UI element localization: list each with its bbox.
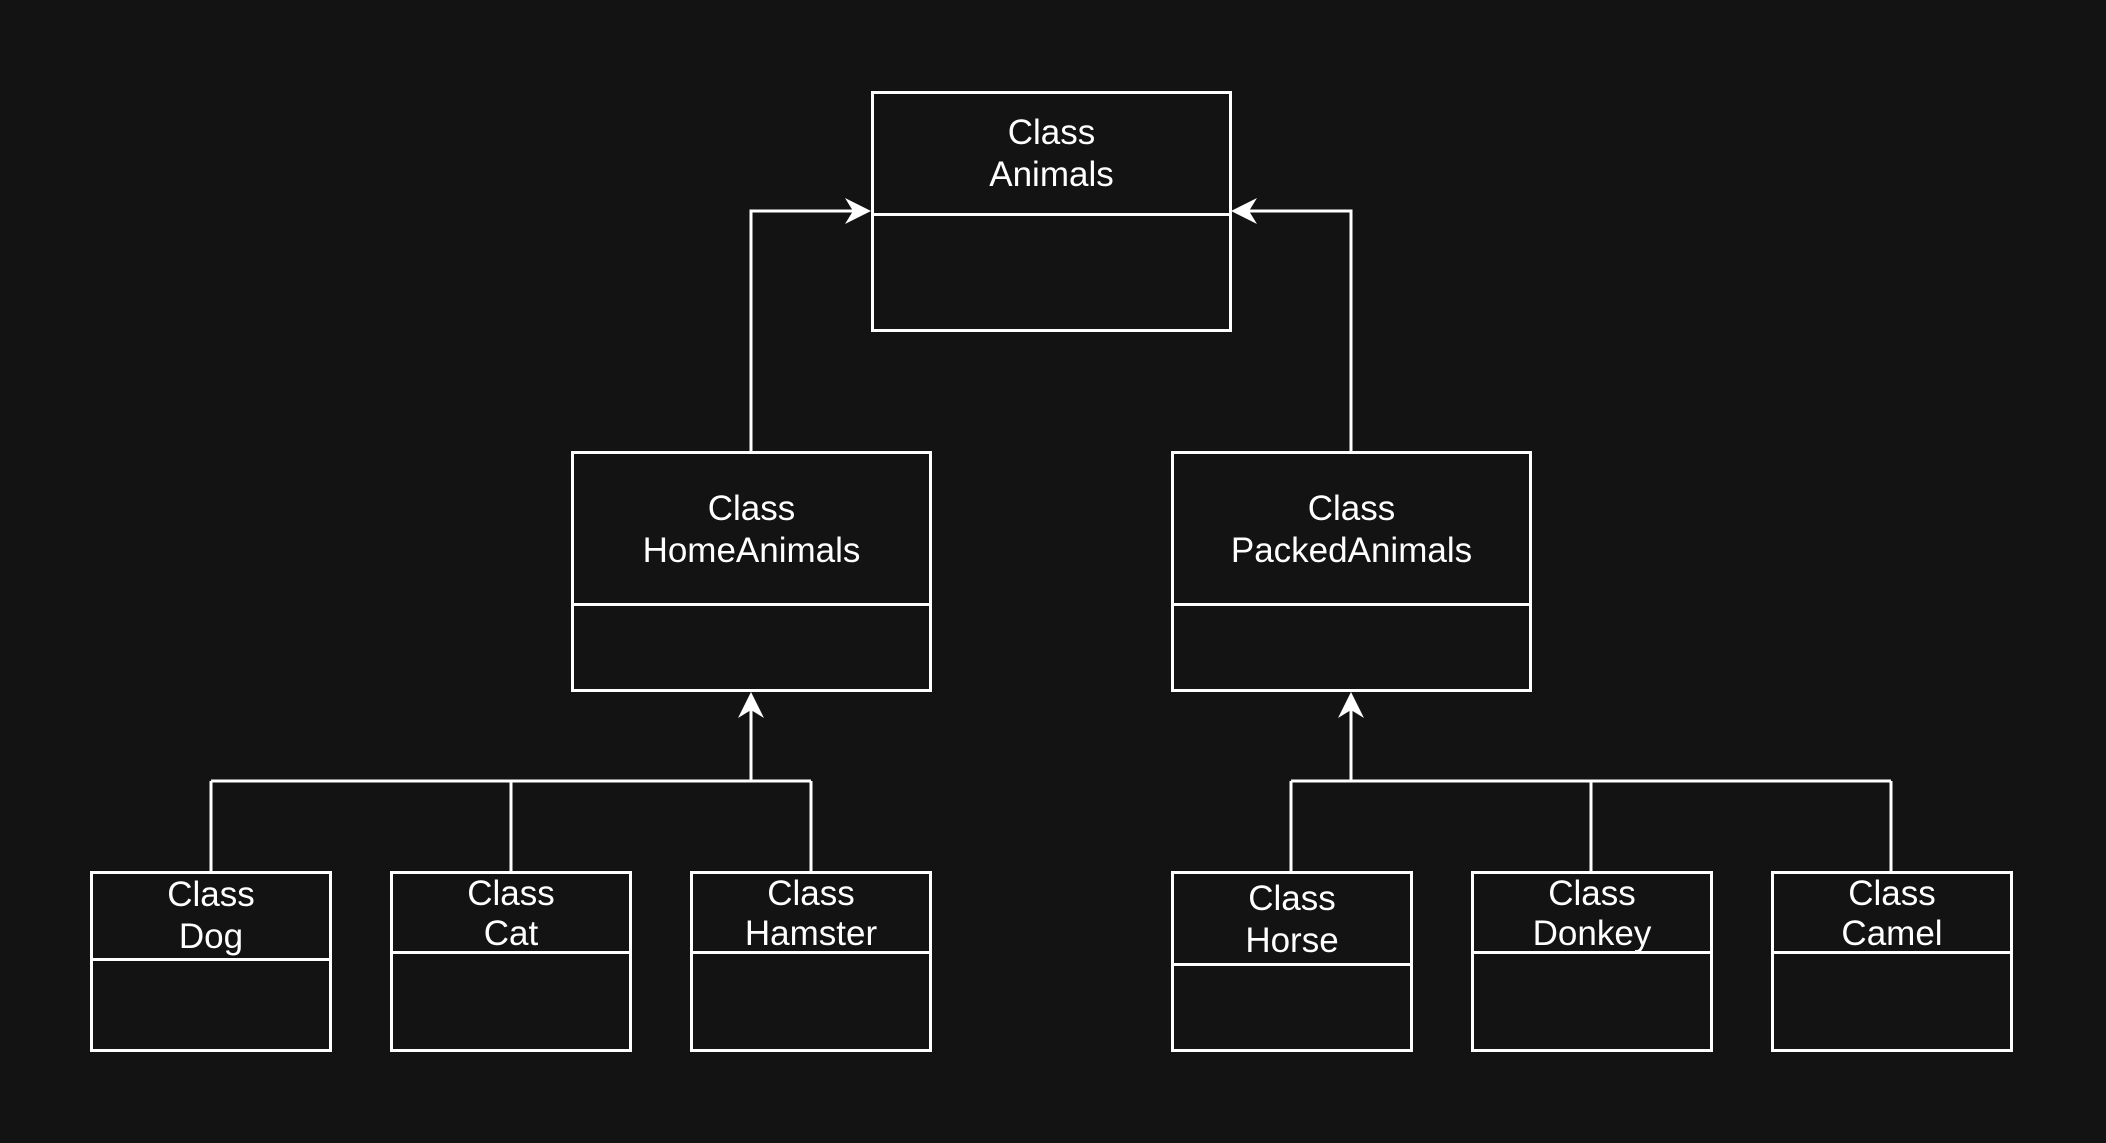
class-donkey-name: Donkey xyxy=(1532,914,1652,953)
arrowhead-packedanimals xyxy=(1338,692,1364,718)
class-hamster[interactable]: Class Hamster xyxy=(690,871,932,1052)
class-cat-header: Class Cat xyxy=(393,874,629,954)
class-homeanimals[interactable]: Class HomeAnimals xyxy=(571,451,932,692)
class-homeanimals-name: HomeAnimals xyxy=(642,531,861,570)
class-dog-header: Class Dog xyxy=(93,874,329,961)
edge-homeanimals-to-animals xyxy=(749,209,857,451)
class-donkey-header: Class Donkey xyxy=(1474,874,1710,954)
class-cat-name: Cat xyxy=(483,914,539,953)
class-hamster-name: Hamster xyxy=(744,914,878,953)
arrowhead-animals-right xyxy=(1231,198,1257,224)
arrowhead-homeanimals xyxy=(738,692,764,718)
class-horse-name: Horse xyxy=(1245,921,1339,960)
class-dog-keyword: Class xyxy=(167,875,255,914)
class-packedanimals-header: Class PackedAnimals xyxy=(1174,454,1529,606)
class-donkey[interactable]: Class Donkey xyxy=(1471,871,1713,1052)
edge-packedanimals-to-animals xyxy=(1245,209,1353,451)
class-camel-keyword: Class xyxy=(1848,874,1936,913)
class-dog-name: Dog xyxy=(178,917,244,956)
class-hamster-header: Class Hamster xyxy=(693,874,929,954)
class-camel-name: Camel xyxy=(1841,914,1943,953)
class-animals-keyword: Class xyxy=(1007,113,1096,152)
class-cat-keyword: Class xyxy=(467,874,555,913)
class-homeanimals-header: Class HomeAnimals xyxy=(574,454,929,606)
class-animals-name: Animals xyxy=(989,155,1114,194)
class-packedanimals[interactable]: Class PackedAnimals xyxy=(1171,451,1532,692)
class-camel[interactable]: Class Camel xyxy=(1771,871,2013,1052)
class-cat[interactable]: Class Cat xyxy=(390,871,632,1052)
class-homeanimals-keyword: Class xyxy=(707,489,796,528)
class-animals[interactable]: Class Animals xyxy=(871,91,1232,332)
class-dog[interactable]: Class Dog xyxy=(90,871,332,1052)
class-horse[interactable]: Class Horse xyxy=(1171,871,1413,1052)
class-camel-header: Class Camel xyxy=(1774,874,2010,954)
arrowhead-animals-left xyxy=(845,198,871,224)
class-horse-header: Class Horse xyxy=(1174,874,1410,966)
class-hamster-keyword: Class xyxy=(767,874,855,913)
class-packedanimals-keyword: Class xyxy=(1307,489,1396,528)
class-horse-keyword: Class xyxy=(1248,879,1336,918)
class-donkey-keyword: Class xyxy=(1548,874,1636,913)
class-packedanimals-name: PackedAnimals xyxy=(1230,531,1473,570)
class-animals-header: Class Animals xyxy=(874,94,1229,216)
